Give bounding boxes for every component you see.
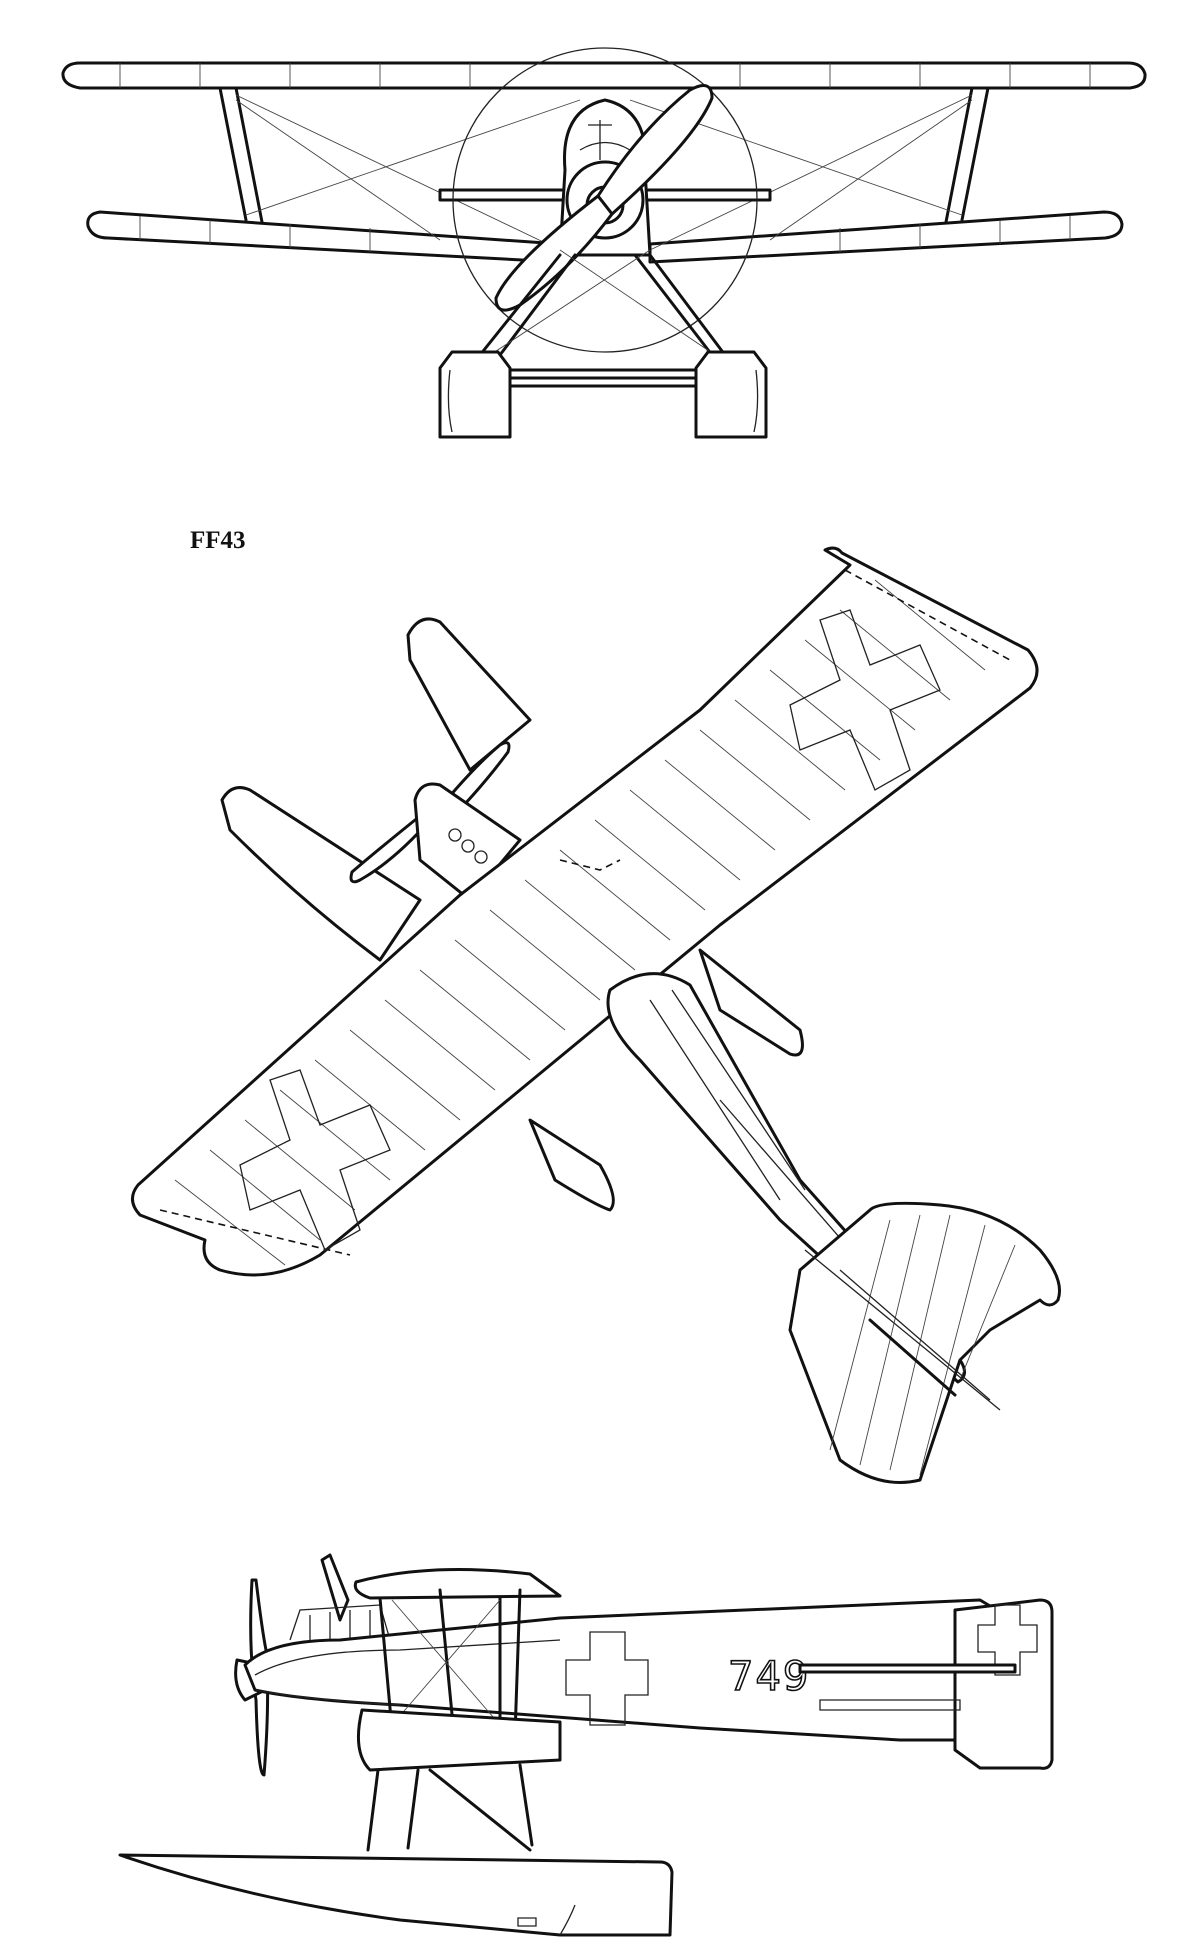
top-float-lower-right (698, 948, 804, 1057)
front-float-left (438, 350, 512, 439)
front-lower-wing-left (86, 210, 562, 264)
top-view (131, 546, 1061, 1484)
top-float-upper-left (406, 617, 532, 772)
tail-cross (977, 1604, 1038, 1676)
top-wing (131, 546, 1039, 1277)
front-propeller-blade-upper (596, 84, 714, 216)
wing-cross-lower (239, 1069, 391, 1251)
drawing-designation: FF43 (190, 527, 246, 554)
side-upper-wing (353, 1568, 562, 1600)
side-view: 749 (118, 1553, 1054, 1937)
propeller-disc (452, 47, 758, 353)
fuselage-cross (565, 1631, 649, 1726)
top-float-lower-left (528, 1118, 615, 1212)
top-float-left (220, 786, 422, 962)
front-upper-wing (61, 61, 1147, 90)
side-tailfin (953, 1598, 1054, 1770)
serial-number: 749 (728, 1654, 810, 1700)
side-float-main (118, 1853, 674, 1937)
top-propeller-lower (349, 810, 432, 884)
front-view (61, 47, 1147, 439)
side-float-upper (356, 1708, 562, 1772)
wing-cross-upper (789, 609, 941, 791)
front-lower-wing-right (648, 210, 1124, 264)
front-float-right (694, 350, 768, 439)
